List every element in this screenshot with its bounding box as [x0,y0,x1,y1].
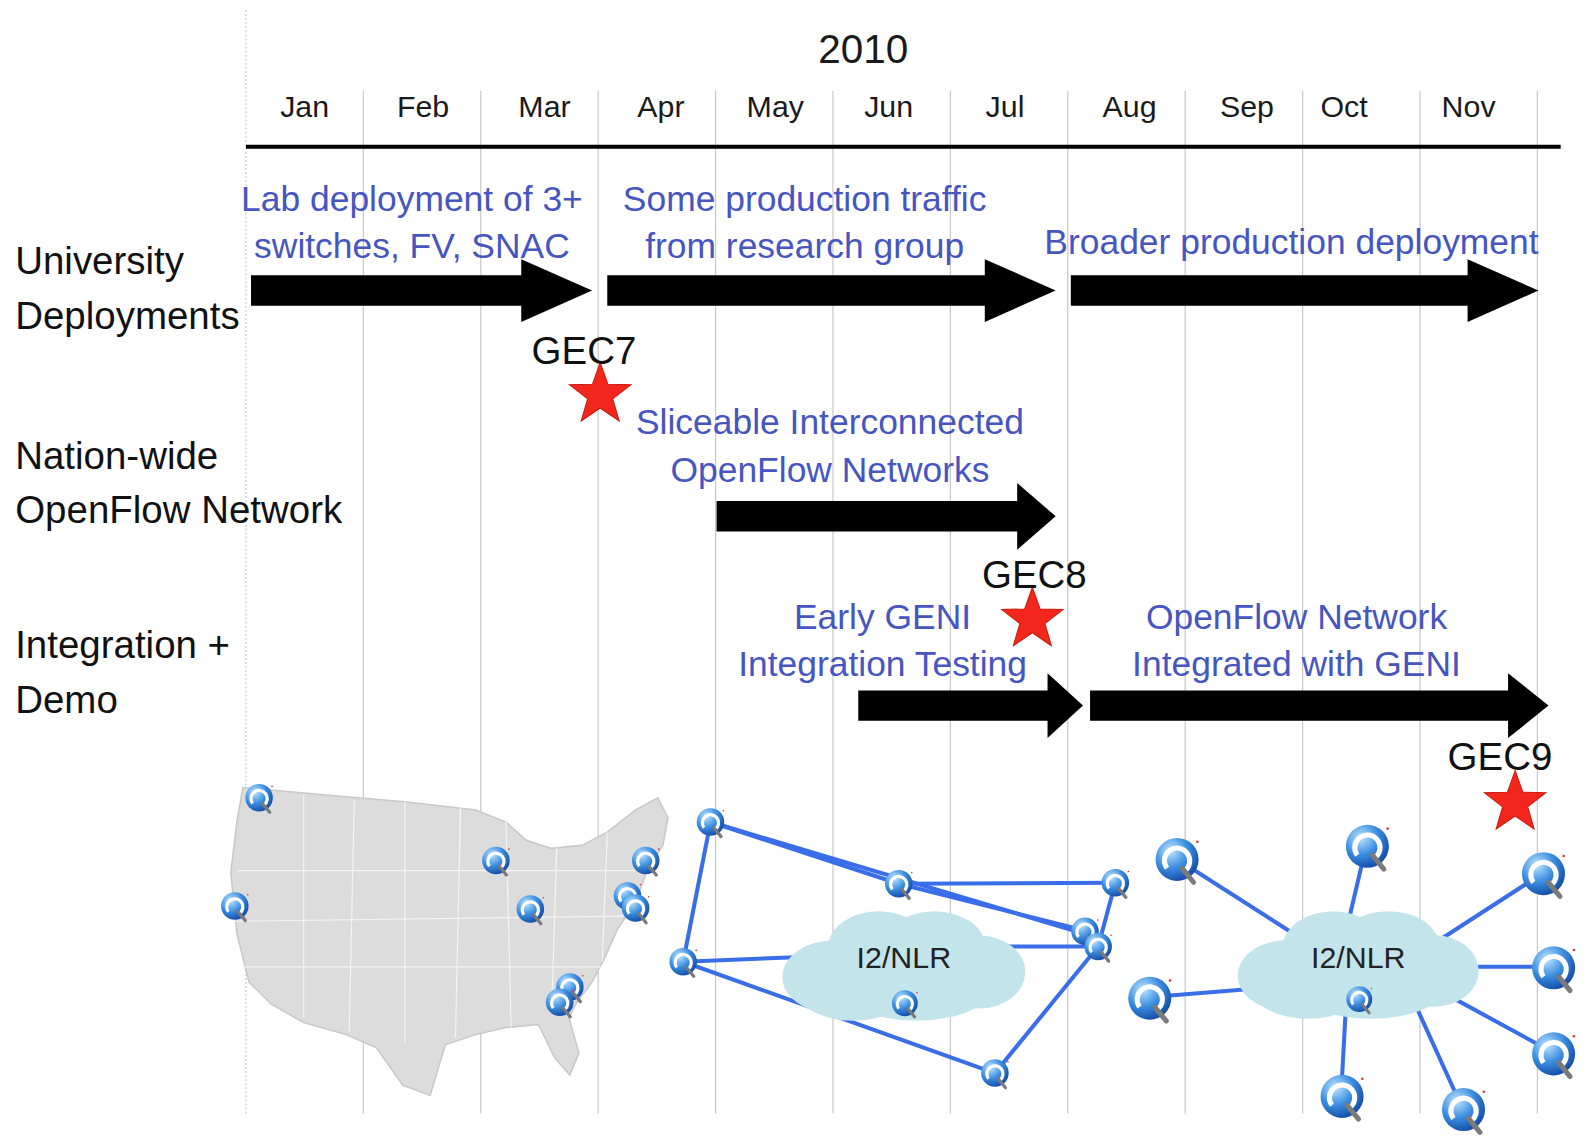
row-label: University Deployments [15,234,258,343]
row-label: Integration + Demo [15,618,258,727]
phase-label: Sliceable Interconnected OpenFlow Networ… [628,398,1033,493]
cloud-text-group: I2/NLR [777,940,1030,974]
month-label: Jul [949,89,1060,125]
month-label: Jun [833,89,944,125]
cloud-label: I2/NLR [1233,940,1484,974]
milestone-label: GEC9 [1434,735,1566,780]
month-label: Jan [249,89,360,125]
month-label: Aug [1074,89,1185,125]
month-label: Nov [1413,89,1524,125]
month-label: May [720,89,831,125]
cloud-node: I2/NLR [1233,904,1484,1023]
month-label: Sep [1191,89,1302,125]
month-label: Feb [367,89,478,125]
month-label: Mar [489,89,600,125]
phase-arrows [251,259,1549,738]
phase-label: Broader production deployment [1038,217,1544,265]
cloud-node: I2/NLR [777,904,1030,1025]
month-label: Apr [605,89,716,125]
us-map [231,788,668,1096]
milestone-label: GEC7 [518,329,650,374]
year-heading: 2010 [762,25,964,72]
cloud-label: I2/NLR [777,940,1030,974]
month-label: Oct [1288,89,1399,125]
phase-label: Early GENI Integration Testing [731,592,1035,687]
milestone-label: GEC8 [969,553,1101,598]
phase-label: OpenFlow Network Integrated with GENI [1114,592,1478,687]
phase-label: Some production traffic from research gr… [612,174,997,269]
time-axis [246,145,1561,149]
network-links [683,822,1553,1108]
openflow-switch-icons [221,784,1575,1132]
cloud-text-group: I2/NLR [1233,940,1484,974]
phase-label: Lab deployment of 3+ switches, FV, SNAC [232,174,591,269]
milestone-star [1484,770,1546,829]
row-label: Nation-wide OpenFlow Network [15,428,364,537]
